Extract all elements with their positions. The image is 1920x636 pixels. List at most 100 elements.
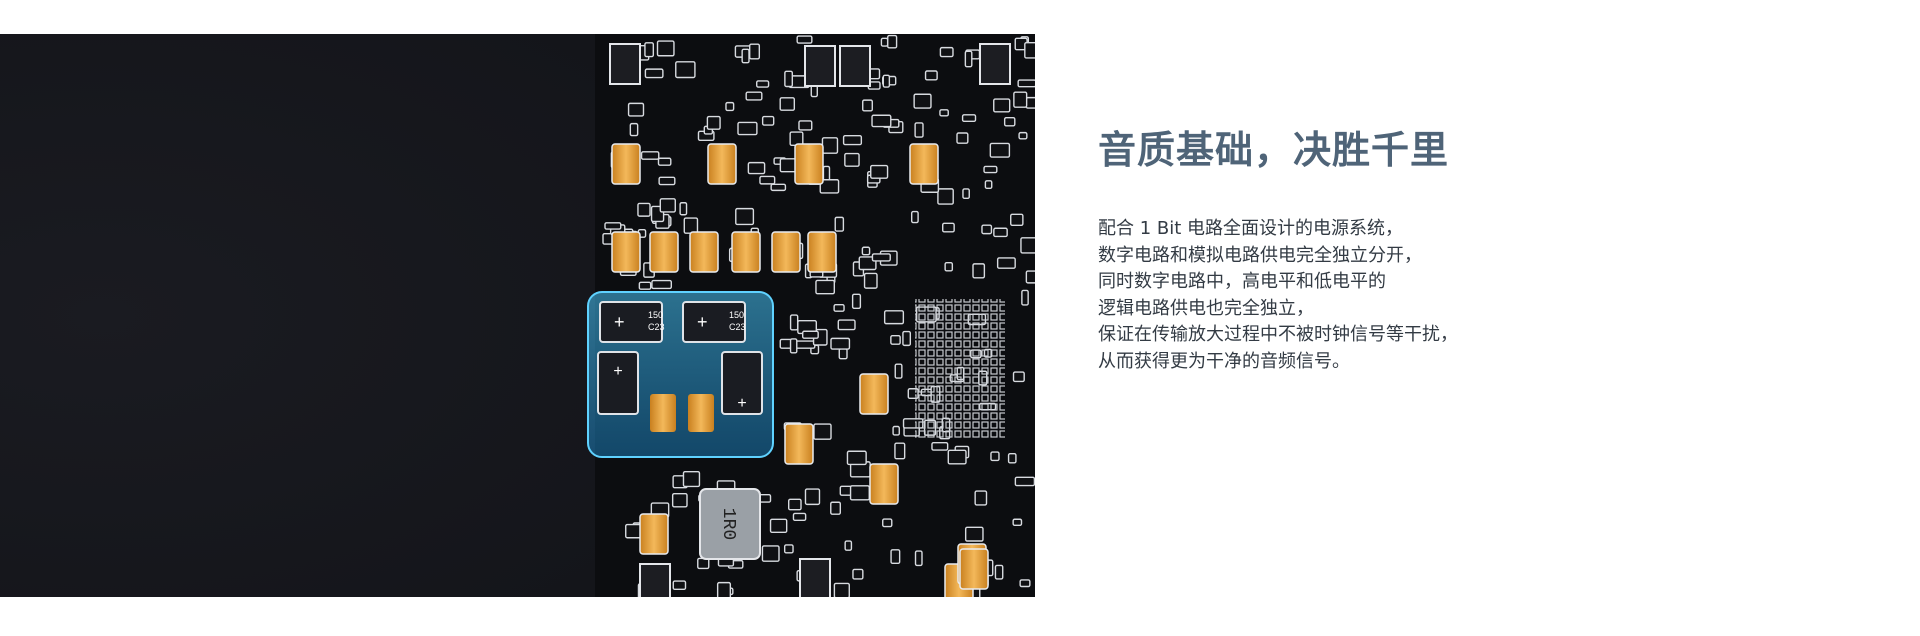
pcb-pad xyxy=(862,99,873,112)
pcb-pad xyxy=(1013,91,1028,108)
pcb-pad xyxy=(1024,41,1035,59)
pcb-pad xyxy=(894,363,903,379)
pcb-pad xyxy=(947,449,967,465)
pcb-pad xyxy=(737,121,758,136)
pcb-pad xyxy=(882,518,893,528)
pcb-pad xyxy=(756,80,770,88)
pcb-pad xyxy=(625,523,642,539)
pcb-pad xyxy=(844,152,860,167)
pcb-pad xyxy=(931,442,949,451)
pcb-pad xyxy=(990,451,1000,462)
pcb-capacitor xyxy=(611,143,641,185)
pcb-pad xyxy=(659,198,676,213)
pcb-capacitor xyxy=(771,231,801,273)
pcb-pad xyxy=(795,340,816,349)
pcb-pad xyxy=(844,540,853,551)
pcb-pad xyxy=(1025,270,1035,284)
pcb-pad xyxy=(675,61,696,79)
pcb-pad xyxy=(833,304,845,312)
inductor xyxy=(699,488,761,560)
pcb-pad xyxy=(1012,371,1025,383)
pcb-pad xyxy=(725,101,735,112)
pcb-pad xyxy=(846,450,867,466)
description-line: 同时数字电路中，高电平和低电平的 xyxy=(1098,271,1386,292)
cap-code-1: C23 xyxy=(648,322,665,332)
pcb-pad xyxy=(637,202,651,217)
pcb-pad xyxy=(644,42,655,58)
pcb-pad xyxy=(852,568,864,580)
pcb-pad xyxy=(887,34,898,49)
pcb-pad xyxy=(770,183,787,192)
description-line: 从而获得更为干净的音频信号。 xyxy=(1098,350,1350,372)
pcb-capacitor xyxy=(959,548,989,590)
pcb-pad xyxy=(882,74,891,88)
pcb-pad xyxy=(851,293,862,309)
feature-description: 配合 1 Bit 电路全面设计的电源系统， 数字电路和模拟电路供电完全独立分开，… xyxy=(1098,216,1858,375)
pcb-capacitor xyxy=(639,513,669,555)
pcb-pad xyxy=(902,330,912,347)
pcb-pad xyxy=(813,423,832,440)
pcb-pad xyxy=(761,115,775,126)
cap-value-1: 150 xyxy=(648,310,663,320)
pcb-pad xyxy=(658,176,676,186)
pcb-pad xyxy=(914,550,923,567)
pcb-pad xyxy=(1003,117,1016,127)
pcb-pad xyxy=(849,485,870,501)
pcb-pad xyxy=(939,109,949,117)
pcb-pad xyxy=(883,310,905,325)
pcb-pad xyxy=(858,256,877,271)
pcb-pad xyxy=(1010,213,1024,226)
pcb-pad xyxy=(1020,237,1035,254)
pcb-pad xyxy=(914,122,924,138)
pcb-pad xyxy=(833,582,850,597)
pcb-pad xyxy=(890,549,901,565)
pcb-pad xyxy=(910,210,919,224)
pcb-pad xyxy=(993,227,1008,238)
description-line: 数字电路和模拟电路供电完全独立分开， xyxy=(1098,244,1422,266)
feature-copy: 音质基础，决胜千里 配合 1 Bit 电路全面设计的电源系统， 数字电路和模拟电… xyxy=(1098,124,1858,375)
pcb-capacitor xyxy=(909,143,939,185)
pcb-pad xyxy=(863,272,878,289)
pcb-photo: 1R0 + 150 C23 + 150 C23 + + xyxy=(0,34,1035,597)
description-line: 配合 1 Bit 电路全面设计的电源系统， xyxy=(1098,218,1404,239)
pcb-pad xyxy=(789,338,798,354)
description-line: 逻辑电路供电也完全独立， xyxy=(1098,297,1314,319)
pcb-pad xyxy=(657,157,672,166)
pcb-capacitor xyxy=(707,143,737,185)
pcb-pad xyxy=(735,207,755,226)
pcb-chip xyxy=(609,43,641,85)
pcb-pad xyxy=(837,319,856,331)
pcb-pad xyxy=(994,564,1004,580)
pcb-pad xyxy=(913,93,932,109)
pcb-pad xyxy=(788,498,802,511)
feature-headline: 音质基础，决胜千里 xyxy=(1098,128,1450,172)
pcb-pad xyxy=(871,253,891,262)
pcb-pad xyxy=(821,137,839,154)
pcb-pad xyxy=(861,246,871,256)
pcb-capacitor xyxy=(794,143,824,185)
pcb-pad xyxy=(834,216,845,232)
inductor-label: 1R0 xyxy=(718,508,738,540)
pcb-pad xyxy=(672,580,687,591)
pcb-pad xyxy=(989,142,1011,158)
pcb-pad xyxy=(964,50,973,68)
pcb-pad xyxy=(629,122,639,137)
pcb-pad xyxy=(759,175,776,185)
pcb-pad xyxy=(792,512,807,522)
pcb-pad xyxy=(796,35,813,44)
pcb-pad xyxy=(745,91,763,101)
pcb-capacitor xyxy=(869,463,899,505)
pcb-pad xyxy=(937,188,954,205)
pcb-pad xyxy=(984,180,993,190)
pcb-chip xyxy=(839,45,871,87)
pcb-capacitor xyxy=(807,231,837,273)
svg-text:+: + xyxy=(613,363,622,380)
svg-text:+: + xyxy=(697,312,708,332)
pcb-pad xyxy=(870,164,889,179)
pcb-pad xyxy=(1025,96,1035,109)
pcb-pad xyxy=(962,188,970,200)
pcb-pad xyxy=(716,581,732,597)
hero-pcb-image: 1R0 + 150 C23 + 150 C23 + + xyxy=(0,34,1035,597)
description-line: 保证在传输放大过程中不被时钟信号等干扰， xyxy=(1098,324,1458,345)
pcb-pad xyxy=(961,114,977,123)
